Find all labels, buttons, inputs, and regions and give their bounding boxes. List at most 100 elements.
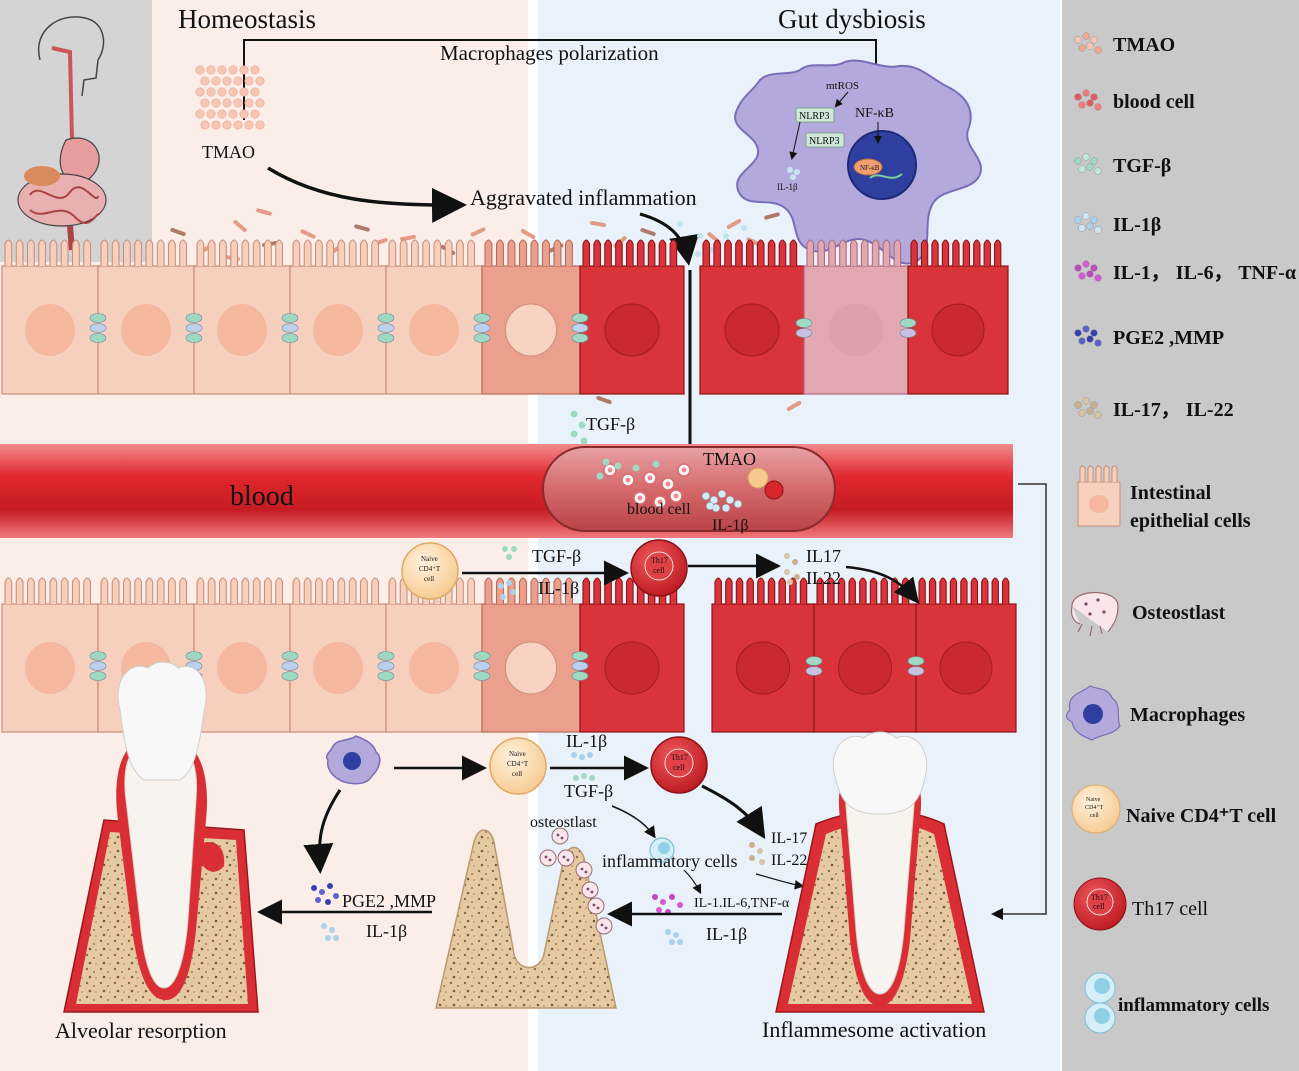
- cytokine-dots-icon: [1074, 260, 1102, 282]
- epithelial-cell: [481, 577, 581, 733]
- legend-item: IL-1β: [1074, 212, 1161, 236]
- svg-text:cell: cell: [512, 770, 522, 778]
- blood-cell-dots-icon: [1074, 89, 1102, 111]
- gut-dysbiosis-title: Gut dysbiosis: [778, 4, 926, 34]
- il17-particles-mid: [784, 553, 800, 585]
- left-il1b-label: IL-1β: [366, 921, 407, 941]
- tmao-label: TMAO: [202, 142, 255, 162]
- inflammatory-cell-icon: [1084, 972, 1116, 1034]
- macrophage-to-pge2-arrow: [303, 789, 342, 874]
- legend-item: Osteostlast: [1070, 591, 1226, 637]
- tooth-inflammasome-activation: [775, 731, 985, 1013]
- legend-item: blood cell: [1074, 89, 1195, 113]
- legend-label: inflammatory cells: [1118, 995, 1269, 1016]
- blood-il1b-label: IL-1β: [712, 517, 749, 534]
- svg-text:cell: cell: [424, 575, 434, 583]
- th17-to-il17-bottom-arrow: [701, 784, 766, 840]
- legend-label: Osteostlast: [1132, 602, 1226, 624]
- epithelial-cell: [1, 239, 99, 395]
- epithelial-cell: [1, 577, 99, 733]
- macrophage-icon: [1065, 685, 1121, 741]
- legend-item: IL-1， IL-6， TNF-α: [1074, 260, 1296, 284]
- inflammatory-cells-label: inflammatory cells: [602, 851, 737, 871]
- bottom-tgfb-label: TGF-β: [564, 781, 613, 801]
- svg-text:CD4⁺T: CD4⁺T: [507, 760, 529, 768]
- svg-text:Naive: Naive: [509, 750, 526, 758]
- naive-cd4-cell-mid: Naive CD4⁺T cell: [401, 542, 459, 600]
- intestinal-epithelium-top: [1, 239, 1009, 395]
- legend-item: inflammatory cells: [1084, 972, 1269, 1034]
- svg-text:CD4⁺T: CD4⁺T: [1085, 804, 1104, 811]
- pge2-mmp-label: PGE2 ,MMP: [342, 891, 436, 911]
- blood-label: blood: [230, 481, 294, 512]
- alveolar-resorption-label: Alveolar resorption: [55, 1018, 227, 1043]
- path-il22-label: IL22: [806, 568, 841, 588]
- cytokines-label: IL-1.IL-6,TNF-α: [694, 896, 790, 911]
- epithelial-cell: [711, 577, 815, 733]
- alveolar-bone-middle: [435, 829, 617, 1009]
- legend-label: TMAO: [1113, 34, 1175, 56]
- legend-label: Th17 cell: [1132, 898, 1209, 920]
- svg-text:cell: cell: [1090, 813, 1099, 819]
- svg-text:cell: cell: [653, 566, 665, 575]
- svg-text:Th17: Th17: [671, 753, 688, 762]
- epithelial-cell: [915, 577, 1017, 733]
- svg-text:CD4⁺T: CD4⁺T: [419, 565, 441, 573]
- tgfb-to-inflammatory-arrow: [611, 805, 656, 839]
- digestive-system-icon: [0, 0, 152, 262]
- svg-text:Naive: Naive: [1086, 797, 1101, 803]
- legend-label: IL-1， IL-6， TNF-α: [1113, 262, 1296, 284]
- legend-label-line2: epithelial cells: [1130, 510, 1251, 532]
- legend-label: Intestinal: [1130, 482, 1212, 504]
- naive-cd4-cell-bottom: Naive CD4⁺T cell: [489, 737, 547, 795]
- tgfb-dots-icon: [1074, 153, 1102, 175]
- tgfb-particles-path: [498, 546, 517, 600]
- epithelial-cell: [907, 239, 1009, 395]
- path-tgfb-label: TGF-β: [532, 546, 581, 566]
- il1b-dots-icon: [1074, 212, 1102, 234]
- blood-tmao-label: TMAO: [703, 449, 756, 469]
- bottom-il22-label: IL-22: [771, 852, 807, 869]
- tmao-to-inflammation-arrow: [267, 166, 467, 223]
- legend-label: Naive CD4⁺T cell: [1126, 805, 1277, 827]
- blood-contents: [596, 458, 784, 512]
- macrophage-small: [325, 735, 381, 785]
- tooth-alveolar-resorption: [63, 661, 259, 1013]
- epithelial-cell-icon: [1077, 465, 1121, 527]
- inflammasome-activation-label: Inflammesome activation: [762, 1017, 986, 1042]
- svg-text:cell: cell: [1093, 902, 1105, 911]
- svg-text:cell: cell: [673, 763, 685, 772]
- epithelial-cell: [385, 577, 483, 733]
- epithelial-cell: [385, 239, 483, 395]
- legend-label: IL-17， IL-22: [1113, 399, 1234, 421]
- epithelial-cell: [193, 239, 291, 395]
- legend-label: IL-1β: [1113, 214, 1161, 236]
- pge2-particles: [311, 883, 339, 941]
- legend-item: Intestinal epithelial cells: [1077, 465, 1251, 532]
- osteoclast-label: osteostlast: [530, 814, 597, 831]
- macrophage-polarization-label: Macrophages polarization: [440, 41, 659, 65]
- nlrp3-label-b: NLRP3: [809, 136, 840, 147]
- il17-to-epithelium-arrow: [845, 565, 920, 604]
- nfkb-label: NF-κB: [855, 106, 894, 121]
- svg-text:Th17: Th17: [651, 556, 668, 565]
- bottom-il17-label: IL-17: [771, 830, 807, 847]
- th17-cell-bottom: Th17 cell: [650, 736, 708, 794]
- nucleus-nfkb-label: NF-κB: [860, 164, 880, 172]
- epithelial-cell: [699, 239, 805, 395]
- blood-to-tooth-connector: [991, 483, 1047, 920]
- svg-text:Th17: Th17: [1091, 893, 1108, 902]
- aggravated-inflammation-label: Aggravated inflammation: [470, 185, 697, 210]
- macrophage-il1b-label: IL-1β: [777, 182, 798, 192]
- tmao-dots-icon: [1074, 32, 1102, 54]
- legend-item: Macrophages: [1065, 685, 1245, 741]
- svg-text:Naive: Naive: [421, 555, 438, 563]
- epithelial-cell: [579, 239, 685, 395]
- mtros-label: mtROS: [826, 80, 859, 92]
